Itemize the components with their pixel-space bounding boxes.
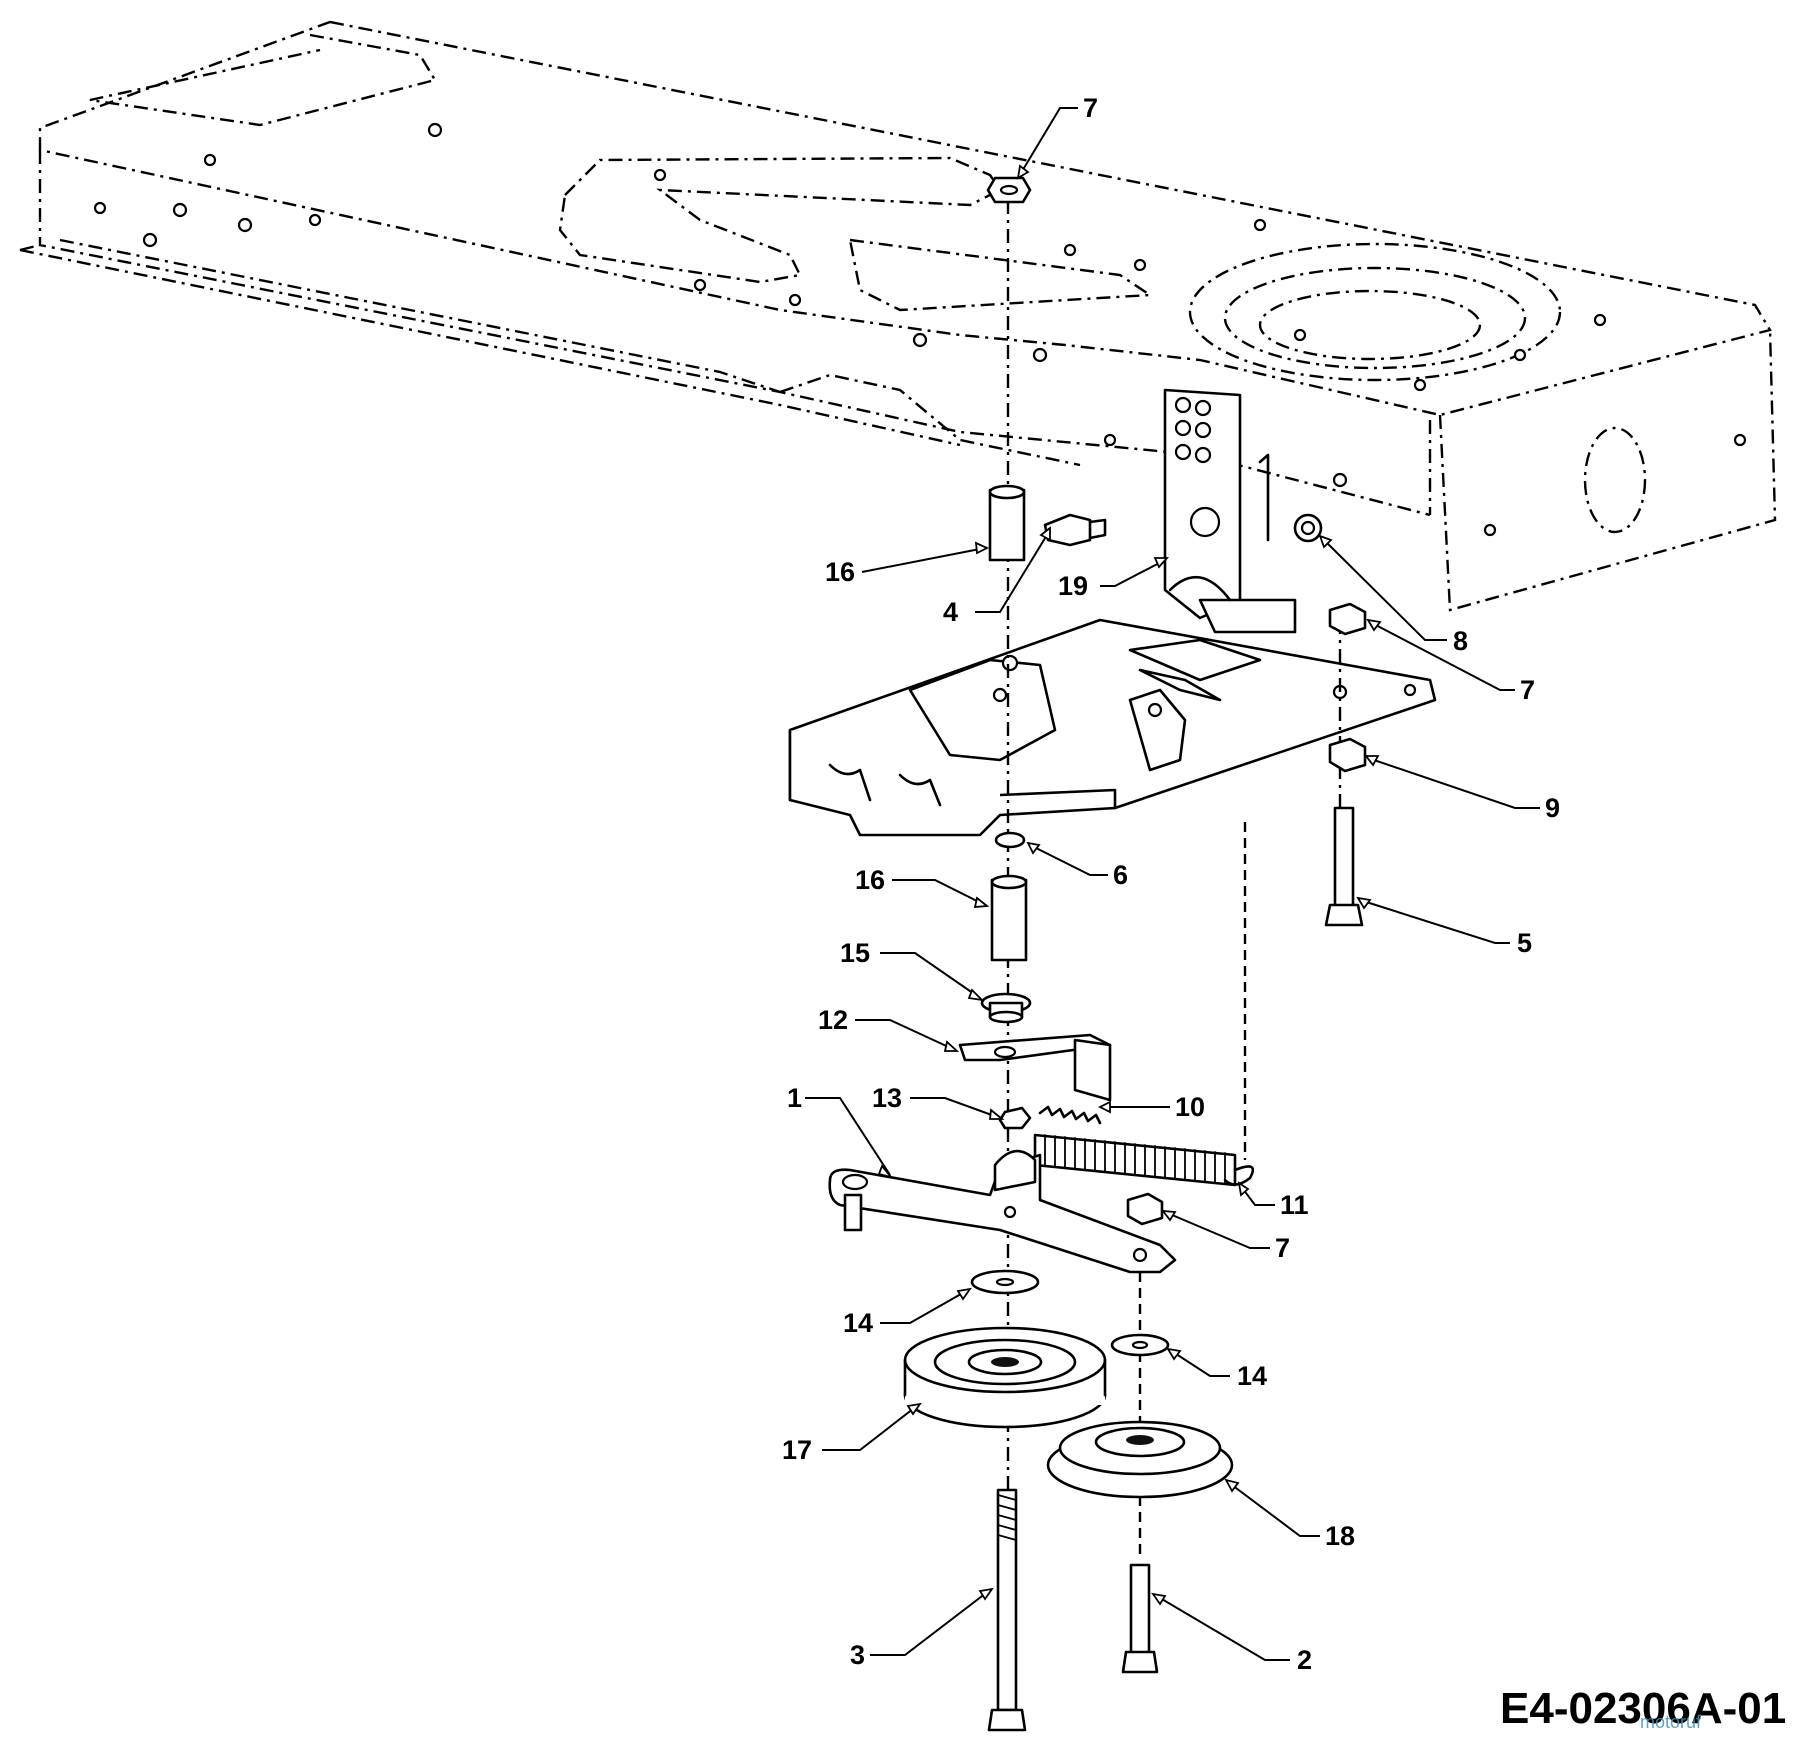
shoulder-bolt	[1043, 513, 1107, 547]
flanged-bushing	[980, 992, 1032, 1024]
flat-idler-pulley	[903, 1326, 1107, 1429]
callout-7-top: 7	[1083, 93, 1098, 123]
callout-3: 3	[850, 1640, 865, 1670]
callout-14-left: 14	[843, 1308, 873, 1338]
callout-19: 19	[1058, 571, 1088, 601]
mounting-bracket	[1163, 388, 1297, 634]
flat-washer-left	[970, 1269, 1040, 1295]
callout-17: 17	[782, 1435, 812, 1465]
drawing-code: E4-02306A-01	[1500, 1684, 1786, 1733]
callout-7-right: 7	[1520, 675, 1535, 705]
v-idler-pulley	[1046, 1420, 1234, 1499]
hex-nut-nine	[1328, 737, 1367, 773]
callout-13: 13	[872, 1083, 902, 1113]
callout-16-lower: 16	[855, 865, 885, 895]
short-bolt	[1121, 1563, 1159, 1674]
hex-nut-right	[1328, 602, 1367, 636]
callout-5: 5	[1517, 928, 1532, 958]
callout-6: 6	[1113, 860, 1128, 890]
callout-1: 1	[787, 1083, 802, 1113]
hex-nut-thirteen	[998, 1106, 1032, 1130]
callout-9: 9	[1545, 793, 1560, 823]
callout-12: 12	[818, 1005, 848, 1035]
spring-washer	[994, 831, 1026, 849]
callout-16-upper: 16	[825, 557, 855, 587]
spacer-lower	[990, 874, 1028, 962]
spacer-upper	[988, 484, 1026, 562]
callout-15: 15	[840, 938, 870, 968]
tension-spring	[1033, 1133, 1255, 1187]
callout-2: 2	[1297, 1645, 1312, 1675]
nut-eight	[1293, 513, 1323, 543]
tractor-frame	[19, 20, 1777, 612]
callout-14-right: 14	[1237, 1361, 1267, 1391]
leader-lines	[805, 107, 1540, 1661]
callout-8: 8	[1453, 626, 1468, 656]
spring-bracket	[958, 1033, 1112, 1102]
idler-arm	[828, 1149, 1177, 1274]
callout-11: 11	[1280, 1190, 1309, 1220]
callout-7-lower: 7	[1275, 1233, 1290, 1263]
callout-4: 4	[943, 597, 958, 627]
long-bolt	[987, 1488, 1027, 1732]
hex-nut-lower	[1126, 1192, 1164, 1226]
hex-nut-top	[986, 176, 1032, 204]
watermark: motoruf	[1640, 1712, 1702, 1732]
lower-mounting-plate	[788, 618, 1437, 837]
small-spring	[1038, 1105, 1102, 1125]
callout-18: 18	[1325, 1521, 1355, 1551]
callout-10: 10	[1175, 1092, 1205, 1122]
flat-washer-right	[1110, 1333, 1170, 1357]
hex-bolt-five	[1324, 806, 1364, 927]
